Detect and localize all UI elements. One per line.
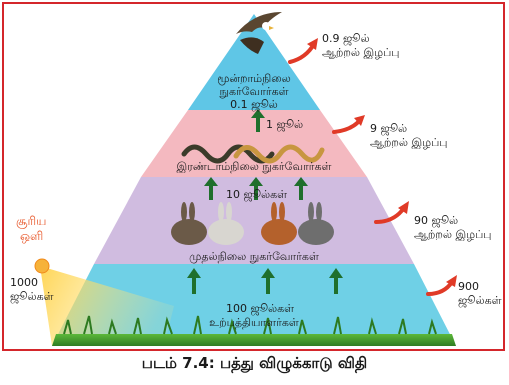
producers-label: உற்பத்தியாளர்கள் <box>194 316 314 329</box>
loss-label-4: 900 ஜூல்கள் <box>458 280 502 308</box>
sunlight-line1: சூரிய <box>16 214 46 229</box>
loss-4-value: 900 <box>458 280 502 294</box>
energy-pyramid-diagram <box>4 4 507 353</box>
figure-caption: படம் 7.4: பத்து விழுக்காடு விதி <box>0 354 509 374</box>
tertiary-name-line1: மூன்றாம்நிலை <box>216 72 292 85</box>
primary-energy: 10 ஜூல்கள் <box>226 188 287 201</box>
sunlight-line2: ஒளி <box>16 229 46 244</box>
figure-frame: மூன்றாம்நிலை நுகர்வோர்கள் 0.1 ஜூல் 1 ஜூல… <box>2 2 505 351</box>
loss-1-value: 0.9 ஜூல் <box>322 32 399 46</box>
sun-icon <box>35 259 49 273</box>
sunlight-energy-unit: ஜூல்கள் <box>10 290 54 304</box>
tertiary-name-line2: நுகர்வோர்கள் <box>216 85 292 98</box>
loss-label-2: 9 ஜூல் ஆற்றல் இழப்பு <box>370 122 447 150</box>
loss-3-text: ஆற்றல் இழப்பு <box>414 228 491 242</box>
loss-label-1: 0.9 ஜூல் ஆற்றல் இழப்பு <box>322 32 399 60</box>
sunlight-energy: 1000 ஜூல்கள் <box>10 276 54 304</box>
secondary-consumers-label: இரண்டாம்நிலை நுகர்வோர்கள் <box>174 160 334 173</box>
loss-2-text: ஆற்றல் இழப்பு <box>370 136 447 150</box>
loss-3-value: 90 ஜூல் <box>414 214 491 228</box>
secondary-energy: 1 ஜூல் <box>266 118 303 131</box>
tertiary-energy: 0.1 ஜூல் <box>216 98 292 111</box>
loss-4-text: ஜூல்கள் <box>458 294 502 308</box>
loss-1-text: ஆற்றல் இழப்பு <box>322 46 399 60</box>
loss-label-3: 90 ஜூல் ஆற்றல் இழப்பு <box>414 214 491 242</box>
sunlight-label: சூரிய ஒளி <box>16 214 46 244</box>
sunlight-energy-value: 1000 <box>10 276 54 290</box>
loss-2-value: 9 ஜூல் <box>370 122 447 136</box>
primary-consumers-label: முதல்நிலை நுகர்வோர்கள் <box>164 250 344 263</box>
tertiary-consumers-label: மூன்றாம்நிலை நுகர்வோர்கள் 0.1 ஜூல் <box>216 72 292 111</box>
producers-energy: 100 ஜூல்கள் <box>226 302 294 315</box>
